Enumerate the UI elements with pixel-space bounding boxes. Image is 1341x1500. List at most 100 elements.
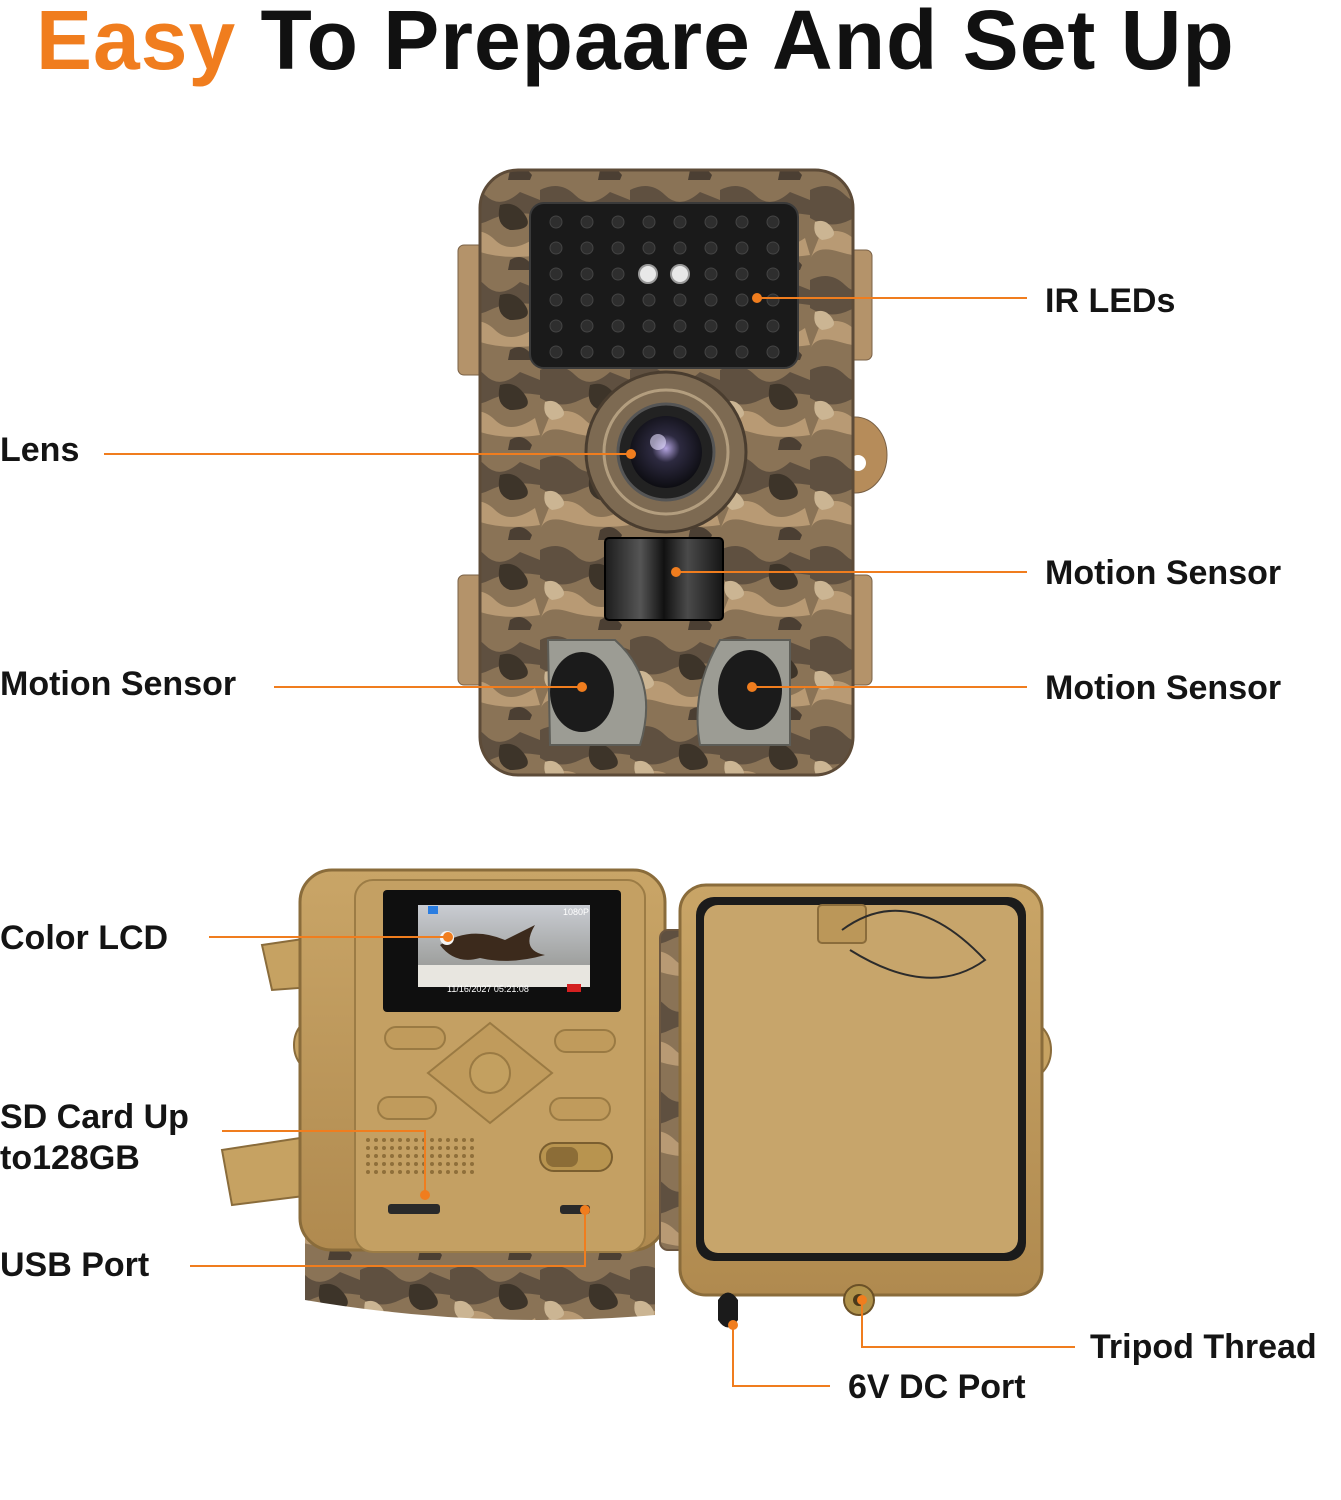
menu-button[interactable] (384, 1026, 446, 1050)
label-motion-sensor-center: Motion Sensor (1045, 554, 1282, 592)
ir-led (673, 319, 687, 333)
ir-led (549, 267, 563, 281)
line-usb-port (190, 1210, 586, 1267)
ir-led (735, 345, 749, 359)
speaker-hole (382, 1138, 386, 1142)
speaker-hole (374, 1154, 378, 1158)
ir-led (735, 267, 749, 281)
ir-led (580, 319, 594, 333)
speaker-hole (390, 1154, 394, 1158)
speaker-hole (462, 1146, 466, 1150)
speaker-hole (470, 1146, 474, 1150)
ir-led (611, 345, 625, 359)
ir-led (611, 293, 625, 307)
sd-card-slot[interactable] (388, 1204, 440, 1214)
label-color-lcd: Color LCD (0, 919, 169, 957)
ir-led (642, 319, 656, 333)
speaker-hole (438, 1162, 442, 1166)
speaker-hole (430, 1138, 434, 1142)
speaker-hole (470, 1170, 474, 1174)
motion-sensor-center (604, 537, 724, 621)
speaker-hole (406, 1162, 410, 1166)
ir-led (735, 241, 749, 255)
camera-open: 1080P 11/16/2027 05:21:08 (220, 868, 1052, 1328)
line-sd-card (222, 1130, 426, 1195)
ir-led (580, 293, 594, 307)
speaker-hole (454, 1146, 458, 1150)
speaker-hole (446, 1146, 450, 1150)
ir-led (704, 345, 718, 359)
light-sensor (670, 264, 690, 284)
ir-led (642, 215, 656, 229)
speaker-hole (366, 1170, 370, 1174)
speaker-hole (446, 1138, 450, 1142)
ir-led (704, 293, 718, 307)
speaker-hole (462, 1138, 466, 1142)
speaker-hole (406, 1138, 410, 1142)
ir-led (611, 215, 625, 229)
dc-port (718, 1292, 738, 1328)
label-tripod-thread: Tripod Thread (1090, 1328, 1317, 1366)
lid-cord (841, 909, 987, 979)
replay-button[interactable] (377, 1096, 437, 1120)
speaker-hole (382, 1162, 386, 1166)
mode-button[interactable] (549, 1097, 611, 1121)
speaker-hole (454, 1162, 458, 1166)
title-accent: Easy (36, 0, 237, 87)
title-rest: To Prepaare And Set Up (236, 0, 1235, 87)
ir-led (549, 345, 563, 359)
speaker-hole (430, 1146, 434, 1150)
speaker-hole (414, 1154, 418, 1158)
speaker-hole (414, 1146, 418, 1150)
ir-led (704, 241, 718, 255)
speaker-hole (438, 1154, 442, 1158)
lcd-timestamp: 11/16/2027 05:21:08 (447, 984, 529, 994)
ir-led (580, 241, 594, 255)
line-tripod (861, 1300, 1075, 1348)
ir-led (673, 241, 687, 255)
ir-led (673, 293, 687, 307)
ok-button[interactable] (469, 1052, 511, 1094)
ir-led (673, 215, 687, 229)
lcd-eagle (440, 925, 545, 961)
ir-led (673, 345, 687, 359)
speaker-hole (414, 1162, 418, 1166)
ir-led (642, 293, 656, 307)
label-sd-card-line1: SD Card Up (0, 1098, 189, 1136)
label-lens: Lens (0, 431, 80, 469)
lcd-resolution: 1080P (563, 907, 589, 917)
label-motion-sensor-right: Motion Sensor (1045, 669, 1282, 707)
label-usb-port: USB Port (0, 1246, 150, 1284)
shot-button[interactable] (554, 1029, 616, 1053)
speaker-hole (454, 1170, 458, 1174)
label-sd-card-line2: to128GB (0, 1138, 140, 1177)
speaker-hole (414, 1170, 418, 1174)
leader-lines (104, 297, 1075, 1387)
speaker-hole (366, 1162, 370, 1166)
speaker-hole (398, 1170, 402, 1174)
ir-led (735, 293, 749, 307)
leader-dots (420, 293, 867, 1330)
speaker-hole (438, 1146, 442, 1150)
speaker-hole (390, 1146, 394, 1150)
ir-led (580, 267, 594, 281)
speaker-hole (454, 1154, 458, 1158)
speaker-hole (398, 1154, 402, 1158)
lcd-camera-icon (428, 906, 438, 914)
ir-led (704, 319, 718, 333)
ir-led (642, 241, 656, 255)
lcd-battery-icon (567, 984, 581, 992)
ir-led (766, 241, 780, 255)
ir-led (549, 241, 563, 255)
ir-led (766, 345, 780, 359)
speaker-hole (430, 1170, 434, 1174)
speaker-hole (390, 1162, 394, 1166)
speaker-hole (454, 1138, 458, 1142)
camera-front (457, 168, 888, 777)
speaker-hole (446, 1154, 450, 1158)
speaker-hole (470, 1154, 474, 1158)
speaker-hole (430, 1154, 434, 1158)
page-title: Easy To Prepaare And Set Up (36, 0, 1235, 86)
